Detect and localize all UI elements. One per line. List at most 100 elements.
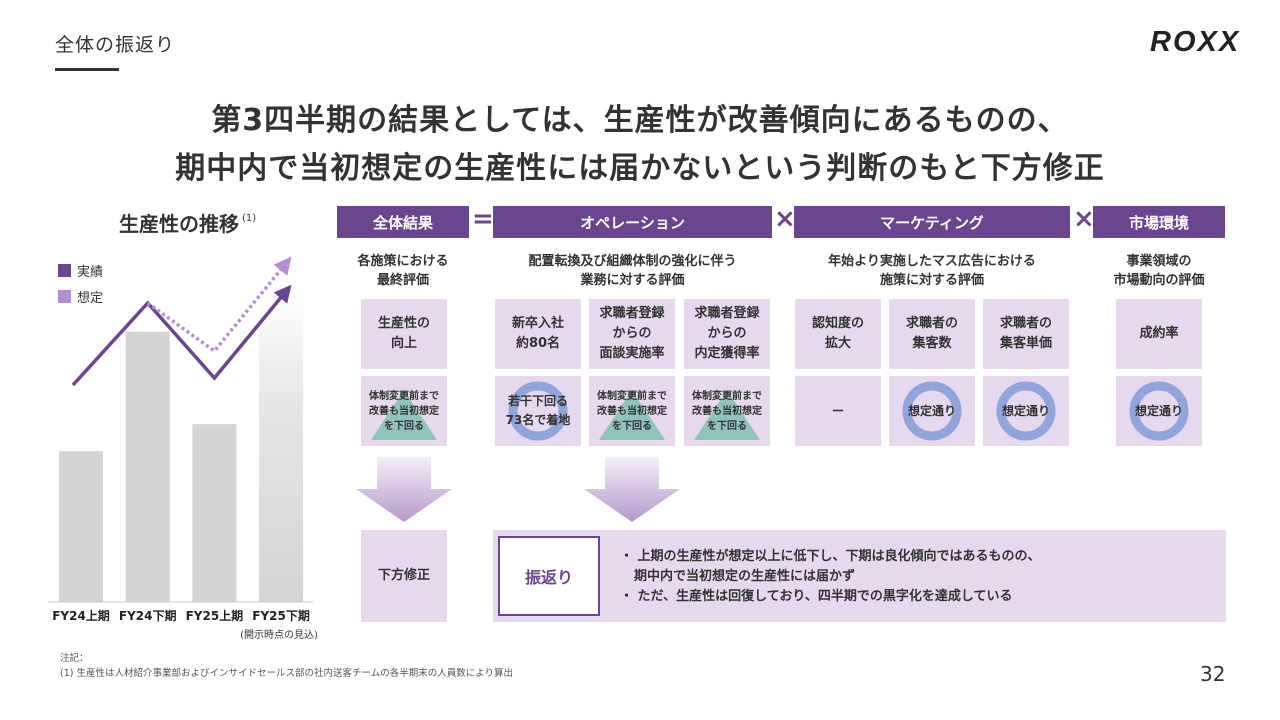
- review-label: 振返り: [498, 536, 600, 616]
- header-market: 市場環境: [1093, 206, 1225, 238]
- eval-productivity-line-2: 改善も当初想定: [369, 405, 439, 417]
- eval-offer-rate-line-2: 改善も当初想定: [692, 405, 762, 417]
- header-marketing: マーケティング: [794, 206, 1070, 238]
- metric-productivity-line-1: 生産性の: [377, 316, 430, 331]
- triangle-icon: [599, 390, 665, 440]
- metric-unit-cost: 求職者の集客単価: [983, 299, 1069, 369]
- metric-interview-rate-line-1: 求職者登録: [599, 306, 665, 321]
- desc-operation: 配置転換及び組織体制の強化に伴う業務に対する評価: [493, 252, 772, 290]
- eval-new-grads-line-1: 若干下回る: [507, 394, 568, 408]
- desc-operation-line-2: 業務に対する評価: [580, 273, 685, 288]
- eval-close-rate: 想定通り: [1116, 376, 1202, 446]
- desc-market: 事業領域の市場動向の評価: [1093, 252, 1225, 290]
- eval-offer-rate-line-3: を下回る: [707, 420, 747, 432]
- metric-new-grads-line-2: 約80名: [515, 336, 561, 351]
- metric-offer-rate-line-1: 求職者登録: [694, 306, 760, 321]
- bar-1: [59, 451, 103, 602]
- legend-item-plan: 想定: [58, 287, 103, 306]
- header-operation: オペレーション: [493, 206, 772, 238]
- eval-productivity: 体制変更前まで改善も当初想定を下回る: [361, 376, 447, 446]
- times-operator-2: ×: [1073, 204, 1095, 234]
- desc-total: 各施策における最終評価: [337, 252, 469, 290]
- metric-interview-rate: 求職者登録からの面談実施率: [589, 299, 675, 369]
- metric-productivity-line-2: 向上: [390, 336, 417, 351]
- metric-offer-rate: 求職者登録からの内定獲得率: [684, 299, 770, 369]
- eval-awareness: ー: [795, 376, 881, 446]
- eval-unit-cost: 想定通り: [983, 376, 1069, 446]
- forecast-note: (開示時点の見込): [240, 630, 318, 641]
- metric-awareness-line-2: 拡大: [824, 336, 851, 351]
- triangle-icon: [371, 390, 437, 440]
- eval-interview-rate-line-3: を下回る: [612, 420, 652, 432]
- desc-total-line-1: 各施策における: [357, 254, 449, 269]
- legend-swatch-plan: [58, 290, 71, 303]
- review-bullet-1: ・ 上期の生産性が想定以上に低下し、下期は良化傾向ではあるものの、: [620, 549, 1041, 564]
- company-logo: ROXX: [1150, 26, 1241, 58]
- desc-market-line-2: 市場動向の評価: [1113, 273, 1205, 288]
- metric-acquisition-line-2: 集客数: [912, 336, 952, 351]
- circle-icon: [996, 381, 1056, 441]
- eval-close-rate-value: 想定通り: [1134, 403, 1183, 418]
- circle-icon: [1129, 381, 1189, 441]
- times-operator-1: ×: [774, 204, 796, 234]
- eval-awareness-value: ー: [831, 403, 844, 418]
- metric-unit-cost-line-1: 求職者の: [999, 316, 1052, 331]
- circle-icon: [508, 381, 568, 441]
- eval-acquisition-value: 想定通り: [907, 403, 956, 418]
- category-label-3: FY25上期: [185, 609, 244, 623]
- eval-interview-rate: 体制変更前まで改善も当初想定を下回る: [589, 376, 675, 446]
- metric-awareness: 認知度の拡大: [795, 299, 881, 369]
- chart-title-footnote: (1): [242, 213, 257, 224]
- metric-offer-rate-line-3: 内定獲得率: [694, 346, 760, 361]
- review-bullet-2: ・ ただ、生産性は回復しており、四半期での黒字化を達成している: [620, 589, 1013, 604]
- metric-close-rate: 成約率: [1116, 299, 1202, 369]
- desc-marketing-line-1: 年始より実施したマス広告における: [828, 254, 1036, 269]
- metric-productivity: 生産性の向上: [361, 299, 447, 369]
- eval-interview-rate-line-2: 改善も当初想定: [597, 405, 667, 417]
- chart-legend: 実績 想定: [58, 261, 103, 306]
- metric-acquisition-line-1: 求職者の: [905, 316, 958, 331]
- eval-offer-rate: 体制変更前まで改善も当初想定を下回る: [684, 376, 770, 446]
- metric-close-rate-label: 成約率: [1139, 326, 1179, 341]
- review-bullets: ・ 上期の生産性が想定以上に低下し、下期は良化傾向ではあるものの、 期中内で当初…: [620, 547, 1041, 607]
- desc-marketing: 年始より実施したマス広告における施策に対する評価: [794, 252, 1070, 290]
- equals-operator: =: [472, 204, 494, 234]
- category-label-1: FY24上期: [52, 609, 110, 623]
- review-bullet-1-text: 上期の生産性が想定以上に低下し、下期は良化傾向ではあるものの、: [637, 549, 1041, 564]
- desc-total-line-2: 最終評価: [376, 273, 429, 288]
- metric-new-grads-line-1: 新卒入社: [511, 316, 564, 331]
- eval-interview-rate-line-1: 体制変更前まで: [597, 390, 667, 402]
- metric-interview-rate-line-3: 面談実施率: [599, 346, 665, 361]
- eval-productivity-line-3: を下回る: [384, 420, 424, 432]
- legend-label-actual: 実績: [77, 265, 104, 280]
- headline-line-2: 期中内で当初想定の生産性には届かないという判断のもと下方修正: [175, 151, 1105, 186]
- legend-swatch-actual: [58, 264, 71, 277]
- eval-unit-cost-value: 想定通り: [1001, 403, 1050, 418]
- eval-new-grads-line-2: 73名で着地: [505, 413, 571, 427]
- chart-title-text: 生産性の推移: [119, 212, 239, 236]
- eval-acquisition: 想定通り: [889, 376, 975, 446]
- result-downward-revision: 下方修正: [361, 530, 447, 622]
- breadcrumb-underline: [55, 68, 119, 71]
- eval-offer-rate-line-1: 体制変更前まで: [692, 390, 762, 402]
- header-total: 全体結果: [337, 206, 469, 238]
- page-number: 32: [1200, 662, 1226, 686]
- eval-productivity-line-1: 体制変更前まで: [369, 390, 439, 402]
- metric-interview-rate-line-2: からの: [612, 326, 652, 341]
- eval-new-grads: 若干下回る 73名で着地: [495, 376, 581, 446]
- desc-market-line-1: 事業領域の: [1126, 254, 1192, 269]
- metric-awareness-line-1: 認知度の: [811, 316, 864, 331]
- headline-line-1: 第3四半期の結果としては、生産性が改善傾向にあるものの、: [211, 103, 1069, 138]
- metric-unit-cost-line-2: 集客単価: [999, 336, 1052, 351]
- legend-item-actual: 実績: [58, 261, 103, 280]
- desc-operation-line-1: 配置転換及び組織体制の強化に伴う: [528, 254, 737, 269]
- metric-offer-rate-line-2: からの: [707, 326, 747, 341]
- metric-new-grads: 新卒入社約80名: [495, 299, 581, 369]
- notes-heading: 注記：: [60, 653, 89, 664]
- category-label-4: FY25下期: [252, 609, 310, 623]
- plan-trend-line: [146, 256, 292, 354]
- bar-4: [259, 294, 304, 602]
- review-bullet-2-text: ただ、生産性は回復しており、四半期での黒字化を達成している: [637, 589, 1013, 604]
- down-arrow-icon: [584, 457, 680, 522]
- down-arrow-icon: [356, 457, 452, 522]
